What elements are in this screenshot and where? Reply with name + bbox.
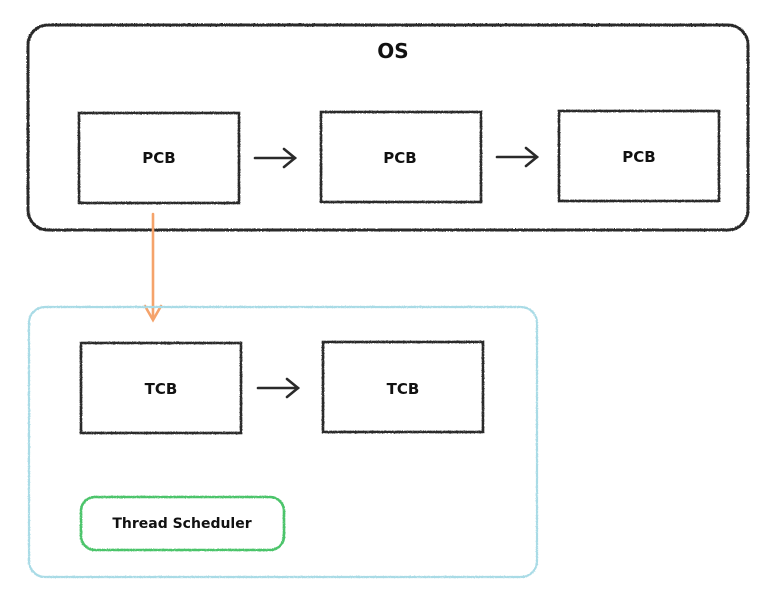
tcb-label-2: TCB xyxy=(387,380,420,398)
tcb-arrow-1-to-2 xyxy=(256,377,301,399)
thread-space-border xyxy=(27,305,539,579)
os-container: OS xyxy=(26,23,750,232)
pcb-arrow-1-to-2 xyxy=(253,147,298,169)
tcb-node-1: TCB xyxy=(79,341,243,435)
pcb-node-1: PCB xyxy=(77,111,241,205)
pcb-label-3: PCB xyxy=(622,148,655,166)
os-title: OS xyxy=(377,39,408,63)
thread-scheduler: Thread Scheduler xyxy=(79,495,286,552)
pcb-arrow-2-to-3 xyxy=(495,146,540,168)
pcb-label-2: PCB xyxy=(383,149,416,167)
tcb-node-2: TCB xyxy=(321,340,485,434)
thread-space-container xyxy=(27,305,539,579)
thread-scheduler-label: Thread Scheduler xyxy=(112,516,251,532)
pcb-to-thread-space-arrow xyxy=(143,212,163,323)
pcb-node-2: PCB xyxy=(319,110,483,204)
os-container-border xyxy=(26,23,750,232)
tcb-label-1: TCB xyxy=(145,380,178,398)
pcb-label-1: PCB xyxy=(142,149,175,167)
pcb-node-3: PCB xyxy=(557,109,721,203)
